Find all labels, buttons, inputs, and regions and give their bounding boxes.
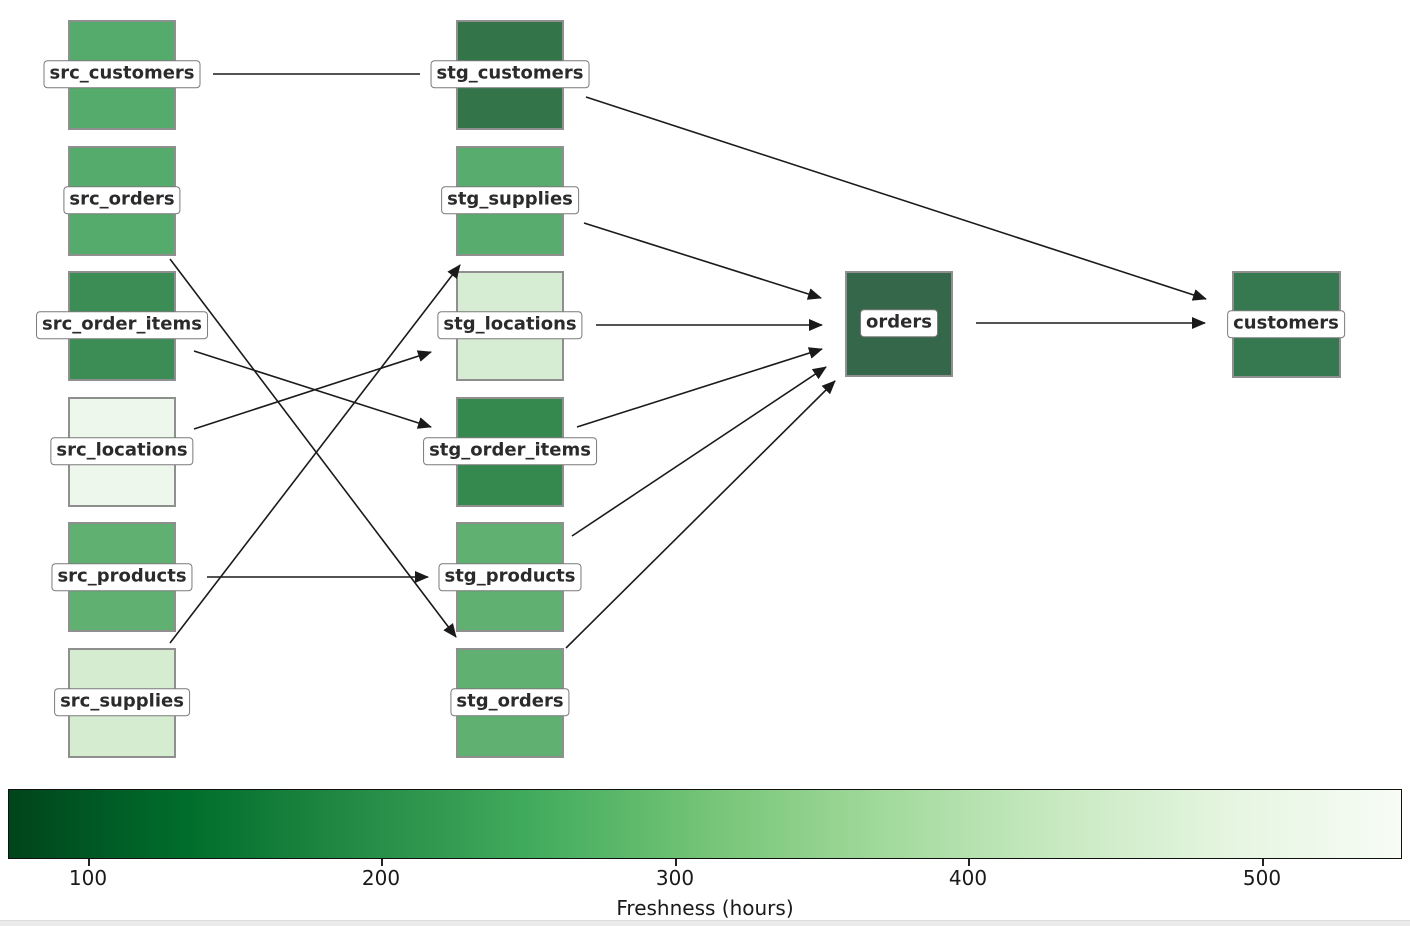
colorbar-tickmark-200	[381, 859, 383, 866]
node-label-stg-orders: stg_orders	[450, 688, 570, 716]
node-label-src-supplies: src_supplies	[54, 688, 190, 716]
edge-stg_customers-customers	[585, 96, 1207, 301]
colorbar-ticklabel-300: 300	[655, 866, 695, 890]
colorbar-tickmark-100	[88, 859, 90, 866]
edge-stg_supplies-orders	[583, 222, 822, 300]
edge-src_orders-stg_orders	[169, 258, 457, 638]
colorbar-tickmark-300	[675, 859, 677, 866]
colorbar-ticklabel-500: 500	[1242, 866, 1282, 890]
colorbar-ticklabel-100: 100	[68, 866, 108, 890]
node-label-stg-customers: stg_customers	[430, 60, 590, 88]
node-label-stg-supplies: stg_supplies	[441, 186, 579, 214]
node-label-stg-locations: stg_locations	[437, 311, 583, 339]
node-label-src-customers: src_customers	[43, 60, 201, 88]
colorbar-ticklabel-200: 200	[361, 866, 401, 890]
node-label-src-products: src_products	[51, 563, 193, 591]
node-label-customers: customers	[1227, 310, 1345, 338]
edge-src_order_items-stg_order_items	[193, 350, 432, 429]
node-label-stg-order-items: stg_order_items	[423, 437, 597, 465]
bottom-strip	[0, 920, 1410, 926]
edge-src_locations-stg_locations	[193, 350, 432, 430]
edge-src_supplies-stg_supplies	[169, 264, 461, 644]
colorbar-tickmark-400	[968, 859, 970, 866]
node-label-src-orders: src_orders	[63, 186, 181, 214]
node-label-src-locations: src_locations	[50, 437, 194, 465]
node-label-stg-products: stg_products	[438, 563, 582, 591]
edge-stg_products-orders	[571, 366, 827, 537]
colorbar-gradient	[8, 789, 1402, 859]
colorbar-ticklabel-400: 400	[948, 866, 988, 890]
colorbar-tickmark-500	[1262, 859, 1264, 866]
node-label-orders: orders	[860, 309, 938, 337]
colorbar-axis-label: Freshness (hours)	[616, 896, 794, 920]
edge-stg_orders-orders	[565, 380, 836, 649]
edge-stg_order_items-orders	[576, 347, 823, 428]
node-label-src-order-items: src_order_items	[36, 311, 208, 339]
